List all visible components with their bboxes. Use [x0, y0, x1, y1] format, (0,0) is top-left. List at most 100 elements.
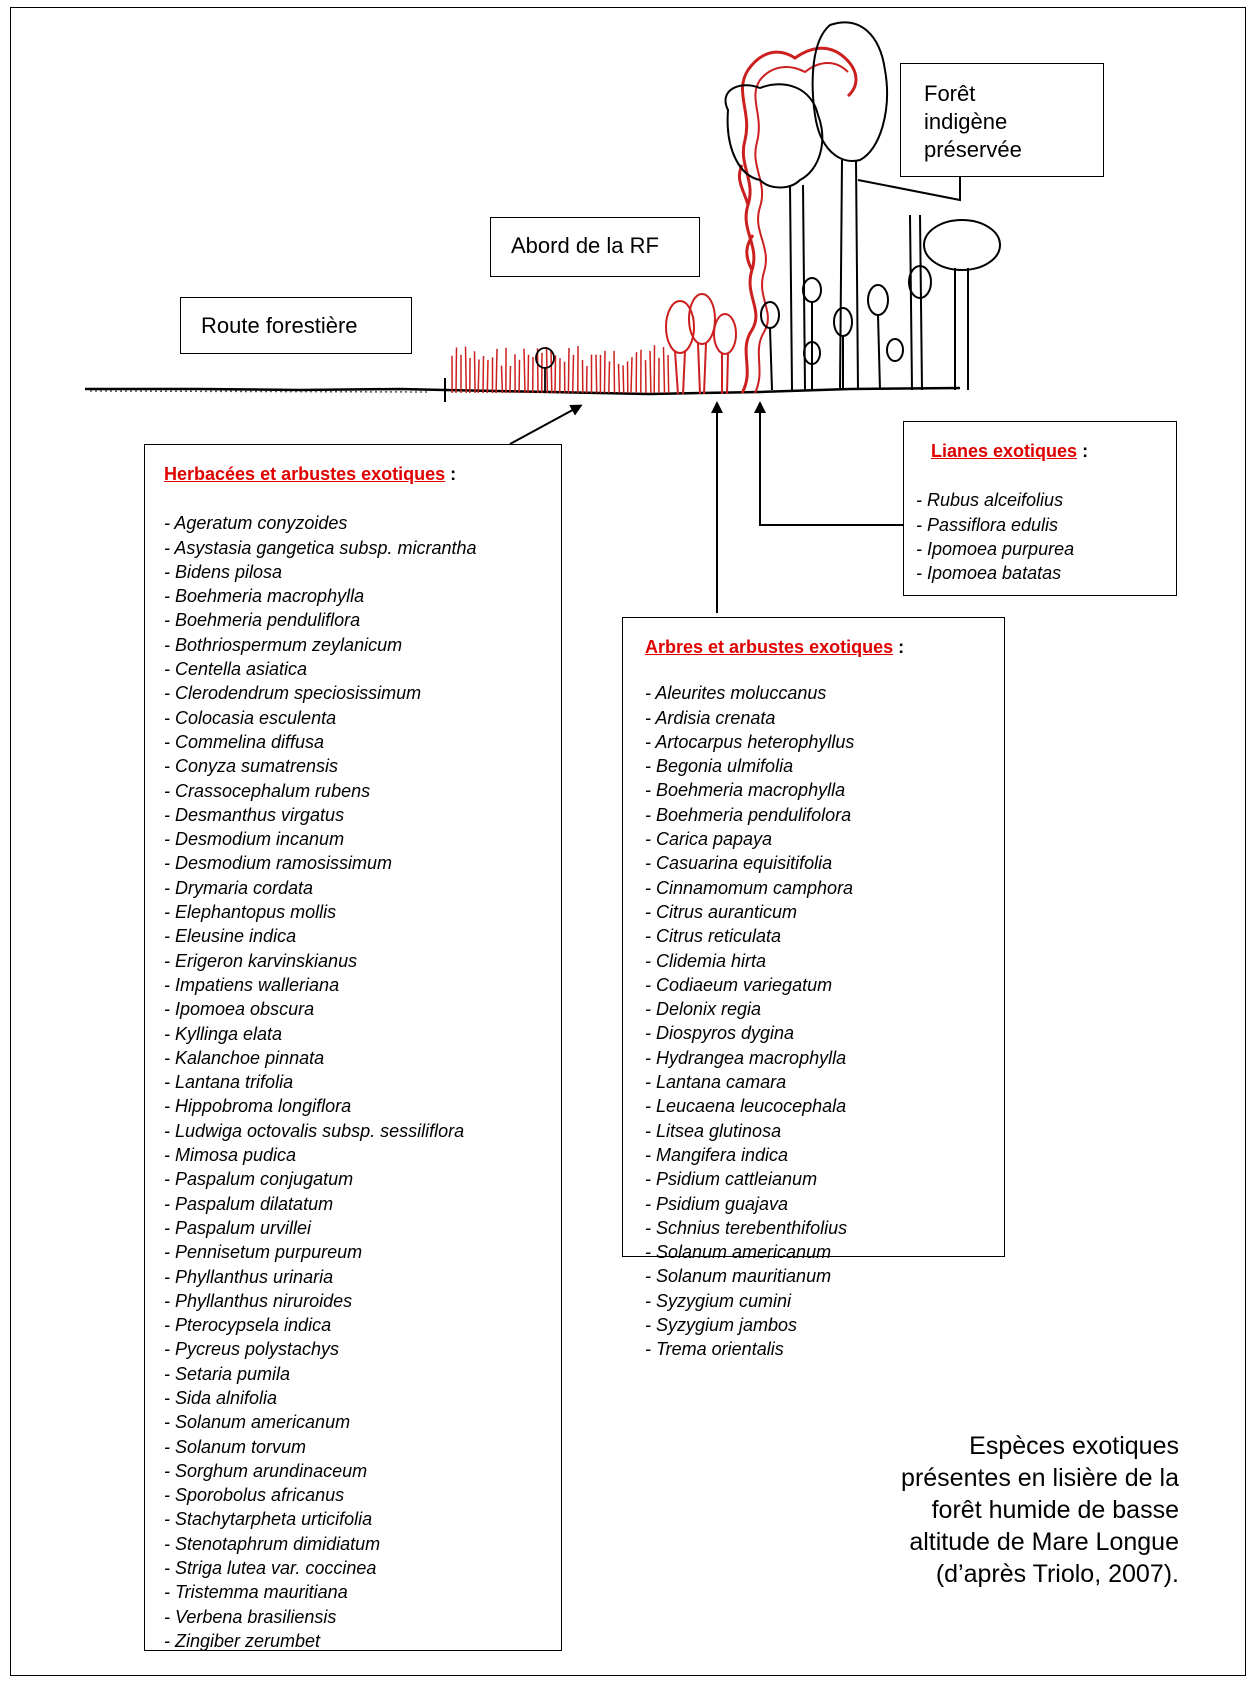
route-forestiere-label: Route forestière — [201, 313, 358, 338]
species-item: - Desmanthus virgatus — [164, 804, 345, 825]
grass-stroke — [630, 357, 633, 394]
grass-stroke — [613, 350, 616, 394]
species-item: - Paspalum conjugatum — [164, 1169, 354, 1190]
species-item: - Desmodium ramosissimum — [164, 853, 393, 874]
grass-stroke — [622, 365, 625, 394]
species-item: - Litsea glutinosa — [645, 1120, 782, 1141]
species-item: - Clidemia hirta — [645, 950, 767, 971]
grass-stroke — [477, 359, 480, 394]
herbacees-title: Herbacées et arbustes exotiques : — [164, 462, 561, 486]
species-item: - Citrus auranticum — [645, 901, 798, 922]
species-item: - Ageratum conyzoides — [164, 513, 348, 534]
species-item: - Ludwiga octovalis subsp. sessiliflora — [164, 1120, 465, 1141]
species-item: - Solanum americanum — [164, 1412, 351, 1433]
species-item: - Verbena brasiliensis — [164, 1606, 337, 1627]
species-item: - Citrus reticulata — [645, 926, 782, 947]
species-item: - Passiflora edulis — [916, 514, 1059, 535]
lianes-title-text: Lianes exotiques — [931, 441, 1078, 461]
species-item: - Kyllinga elata — [164, 1023, 283, 1044]
species-item: - Solanum americanum — [645, 1242, 832, 1263]
ground-line-texture — [89, 390, 431, 393]
species-item: - Solanum mauritianum — [645, 1266, 832, 1287]
species-item: - Drymaria cordata — [164, 877, 314, 898]
species-item: - Asystasia gangetica subsp. micrantha — [164, 537, 477, 558]
grass-stroke — [523, 348, 526, 394]
species-item: - Tristemma mauritiana — [164, 1582, 348, 1603]
species-item: - Bidens pilosa — [164, 561, 283, 582]
grass-stroke — [662, 346, 666, 394]
arbres-title: Arbres et arbustes exotiques : — [645, 635, 1004, 659]
species-item: - Artocarpus heterophyllus — [645, 731, 855, 752]
grass-stroke — [571, 354, 575, 394]
species-item: - Sorghum arundinaceum — [164, 1460, 368, 1481]
lianes-title-colon: : — [1077, 441, 1089, 461]
foret-label-line: Forêt — [924, 81, 976, 106]
grass-stroke — [486, 359, 489, 394]
ground-line — [85, 386, 961, 396]
species-item: - Leucaena leucocephala — [645, 1096, 847, 1117]
grass-stroke — [464, 346, 468, 394]
grass-stroke — [649, 350, 652, 394]
grass-stroke — [608, 361, 611, 394]
species-item: - Begonia ulmifolia — [645, 756, 794, 777]
figure-caption: Espèces exotiques présentes en lisière d… — [901, 1430, 1179, 1590]
species-item: - Hippobroma longiflora — [164, 1096, 352, 1117]
grass-stroke — [482, 355, 485, 394]
arrow-herbacees — [509, 404, 583, 445]
species-item: - Ardisia crenata — [645, 707, 776, 728]
route-forestiere-label-box: Route forestière — [180, 297, 412, 354]
grass-stroke — [567, 347, 570, 394]
native-forest-trees — [724, 21, 1001, 391]
exotic-trees — [665, 293, 737, 395]
lianes-list-box: Lianes exotiques : - Rubus alceifolius- … — [903, 421, 1177, 596]
arrows — [509, 401, 910, 613]
species-item: - Elephantopus mollis — [164, 902, 337, 923]
species-item: - Hydrangea macrophylla — [645, 1047, 847, 1068]
species-item: - Boehmeria penduliflora — [164, 610, 361, 631]
species-item: - Commelina diffusa — [164, 731, 325, 752]
foret-label-line: indigène — [924, 109, 1008, 134]
species-item: - Boehmeria macrophylla — [164, 586, 365, 607]
foret-label-box: Forêt indigène préservée — [900, 63, 1104, 177]
arbres-title-colon: : — [893, 637, 905, 657]
grass-stroke — [527, 354, 530, 394]
species-item: - Sporobolus africanus — [164, 1485, 345, 1506]
foret-label-line: préservée — [924, 137, 1022, 162]
species-item: - Casuarina equisitifolia — [645, 853, 833, 874]
abord-rf-label-box: Abord de la RF — [490, 217, 700, 277]
grass-stroke — [644, 360, 647, 394]
species-item: - Aleurites moluccanus — [645, 683, 827, 704]
arbres-species-list: - Aleurites moluccanus - Ardisia crenata -… — [645, 681, 1004, 1361]
arrow-lianes — [754, 401, 910, 526]
species-item: - Pterocypsela indica — [164, 1315, 332, 1336]
species-item: - Mangifera indica — [645, 1144, 789, 1165]
species-item: - Carica papaya — [645, 829, 773, 850]
species-item: - Lantana camara — [645, 1072, 787, 1093]
species-item: - Syzygium jambos — [645, 1315, 798, 1336]
species-item: - Bothriospermum zeylanicum — [164, 634, 403, 655]
grass-stroke — [473, 351, 476, 394]
herbacees-list-box: Herbacées et arbustes exotiques : - Ager… — [144, 444, 562, 1651]
exotic-grass-hatching — [451, 345, 670, 394]
species-item: - Boehmeria macrophylla — [645, 780, 846, 801]
grass-stroke — [617, 363, 621, 394]
species-item: - Codiaeum variegatum — [645, 974, 833, 995]
species-item: - Syzygium cumini — [645, 1290, 792, 1311]
grass-stroke — [595, 354, 598, 394]
caption-line: altitude de Mare Longue — [909, 1528, 1179, 1556]
herbacees-title-text: Herbacées et arbustes exotiques — [164, 464, 446, 484]
abord-rf-label: Abord de la RF — [511, 233, 659, 258]
arbres-title-text: Arbres et arbustes exotiques — [645, 637, 894, 657]
species-item: - Striga lutea var. coccinea — [164, 1558, 377, 1579]
species-item: - Psidium guajava — [645, 1193, 789, 1214]
herbacees-species-list: - Ageratum conyzoides - Asystasia gangeti… — [164, 511, 561, 1653]
species-item: - Erigeron karvinskianus — [164, 950, 358, 971]
grass-stroke — [536, 348, 539, 394]
species-item: - Ipomoea purpurea — [916, 538, 1075, 559]
species-item: - Solanum torvum — [164, 1436, 307, 1457]
species-item: - Sida alnifolia — [164, 1387, 278, 1408]
species-item: - Phyllanthus niruroides — [164, 1290, 353, 1311]
species-item: - Psidium cattleianum — [645, 1169, 818, 1190]
species-item: - Pennisetum purpureum — [164, 1242, 363, 1263]
